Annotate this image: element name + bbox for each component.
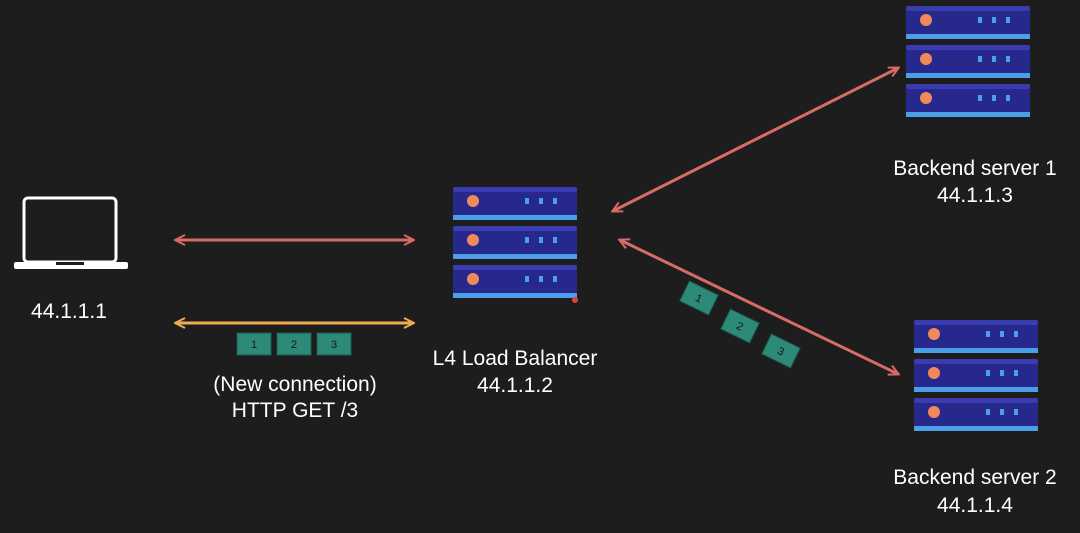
svg-text:3: 3 (331, 339, 337, 351)
svg-text:2: 2 (734, 320, 745, 333)
svg-text:1: 1 (251, 339, 257, 351)
backend-server-2-name-label: Backend server 2 (893, 466, 1057, 489)
backend-server-1-icon (906, 6, 1030, 117)
load-balancer-name-label: L4 Load Balancer (432, 347, 598, 370)
packet: 1 (236, 332, 272, 356)
backend-server-1-ip-label: 44.1.1.3 (937, 184, 1013, 207)
svg-text:2: 2 (291, 339, 297, 351)
svg-text:1: 1 (693, 292, 704, 305)
client-ip-label: 44.1.1.1 (31, 300, 107, 323)
load-balancer-server-icon (453, 187, 578, 303)
packet: 2 (276, 332, 312, 356)
http-request-label: HTTP GET /3 (231, 399, 359, 422)
svg-text:3: 3 (775, 345, 786, 358)
packet: 1 (679, 280, 719, 316)
load-balancer-ip-label: 44.1.1.2 (477, 374, 553, 397)
lb-backend2-arrow (620, 240, 898, 374)
packet: 3 (316, 332, 352, 356)
new-connection-label: (New connection) (213, 373, 377, 396)
laptop-icon (14, 196, 128, 269)
backend-server-2-icon (914, 320, 1038, 431)
backend-server-2-ip-label: 44.1.1.4 (937, 494, 1013, 517)
packet: 2 (720, 308, 760, 344)
backend-server-1-name-label: Backend server 1 (893, 157, 1057, 180)
lb-backend1-arrow (613, 68, 898, 211)
packet: 3 (761, 333, 801, 369)
